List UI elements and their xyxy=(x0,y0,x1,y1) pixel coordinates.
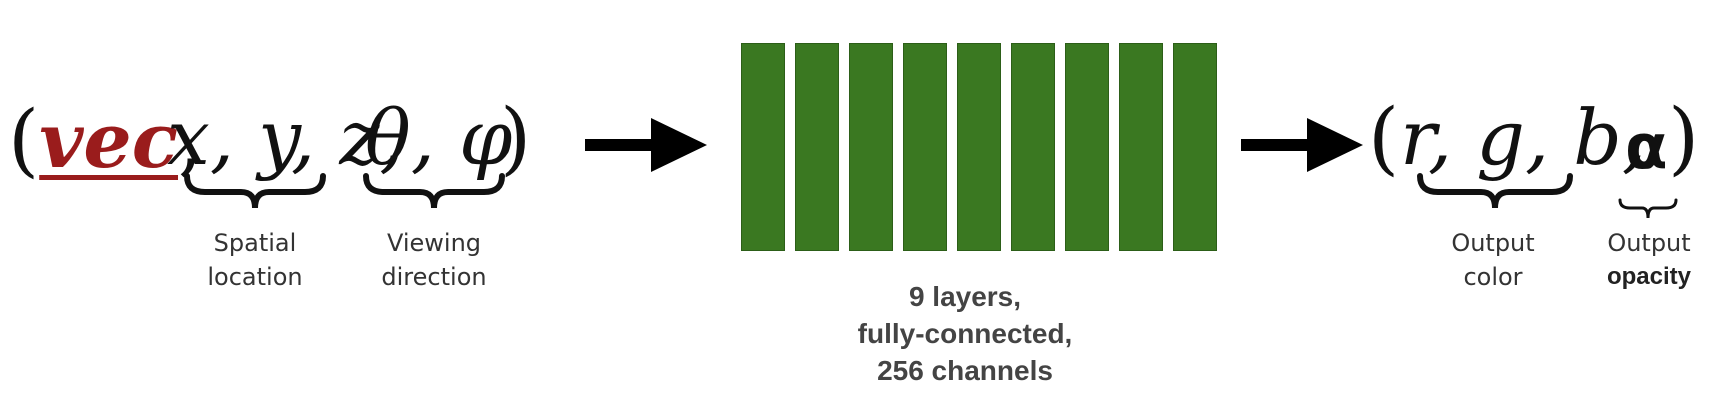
layer-4 xyxy=(903,43,947,251)
input-close-paren: ) xyxy=(500,91,532,184)
vec-comma: , xyxy=(178,96,203,185)
viewing-angles: θ, φ xyxy=(365,93,513,182)
layer-1 xyxy=(741,43,785,251)
input-open-paren: ( xyxy=(8,93,40,186)
layer-2 xyxy=(795,43,839,251)
output-open-paren: ( xyxy=(1368,91,1400,184)
output-arrow xyxy=(1241,118,1363,172)
spatial-coordinates: x, y, z, xyxy=(167,93,404,182)
spatial-brace xyxy=(184,173,326,209)
network-caption: 9 layers, fully-connected, 256 channels xyxy=(857,281,1073,386)
viewing-direction-label: Viewing direction xyxy=(381,229,487,291)
output-close-paren: ) xyxy=(1668,91,1700,184)
input-tuple: (vec, xyxy=(8,100,202,180)
input-arrow xyxy=(585,118,707,172)
vec-symbol: vec xyxy=(39,96,179,185)
output-rgb: r, g, b, xyxy=(1400,93,1647,182)
output-color-label: Output color xyxy=(1451,229,1535,291)
color-brace xyxy=(1417,173,1573,209)
layer-9 xyxy=(1173,43,1217,251)
spatial-location-label: Spatial location xyxy=(207,229,303,291)
output-opacity-label: Output opacity xyxy=(1606,229,1692,290)
layer-3 xyxy=(849,43,893,251)
viewing-brace xyxy=(363,173,505,209)
layer-5 xyxy=(957,43,1001,251)
layer-8 xyxy=(1119,43,1163,251)
layer-7 xyxy=(1065,43,1109,251)
output-alpha: α xyxy=(1625,110,1668,183)
layer-6 xyxy=(1011,43,1055,251)
opacity-brace xyxy=(1618,198,1678,219)
